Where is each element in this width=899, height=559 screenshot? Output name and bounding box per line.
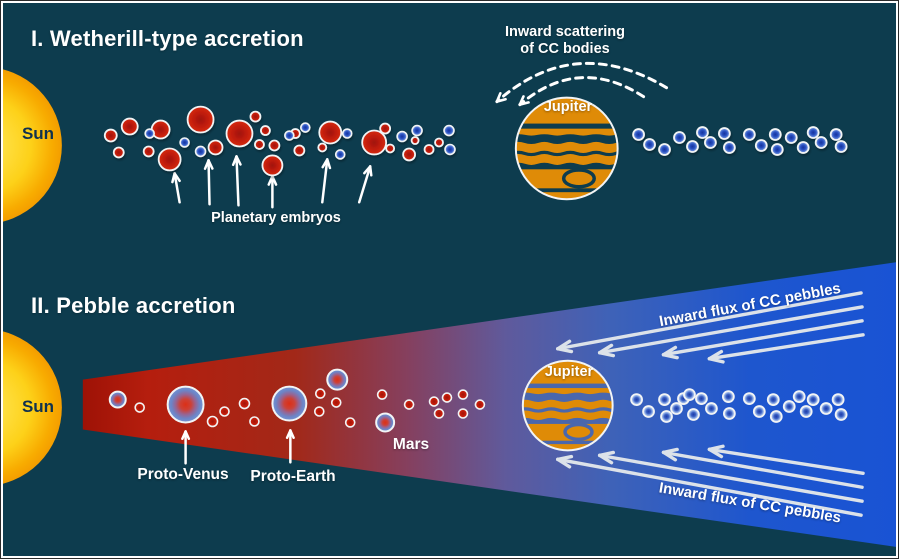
cc-bodies	[632, 126, 848, 156]
jupiter-bottom	[521, 359, 614, 452]
panel2-jupiter-label: Jupiter	[544, 364, 594, 380]
panel2-title: II. Pebble accretion	[31, 293, 236, 318]
flux-arrows-bottom	[556, 444, 865, 517]
planetary-embryos	[103, 105, 456, 177]
proto-earth-label: Proto-Earth	[250, 468, 336, 485]
protoplanets	[108, 368, 396, 433]
mars-label: Mars	[392, 436, 430, 453]
proto-venus-label: Proto-Venus	[137, 466, 229, 483]
planetesimals	[134, 388, 486, 428]
jupiter-top	[514, 96, 619, 201]
planetary-embryos-label: Planetary embryos	[211, 210, 341, 226]
scatter-note-line2: of CC bodies	[520, 41, 610, 57]
cc-pebbles	[630, 388, 848, 423]
pebble-disk-wedge	[82, 262, 896, 547]
diagram-graphics	[3, 61, 896, 547]
figure-canvas: I. Wetherill-type accretion Inward scatt…	[3, 3, 896, 556]
scatter-note: Inward scattering of CC bodies	[505, 24, 625, 58]
panel2-sun-label: Sun	[21, 397, 55, 416]
embryo-pointer-arrows	[171, 155, 373, 209]
panel1-title: I. Wetherill-type accretion	[31, 26, 304, 51]
proto-pointer-arrows	[181, 429, 295, 465]
scatter-note-line1: Inward scattering	[504, 24, 626, 40]
flux-arrows-top	[556, 291, 865, 364]
panel1-sun-label: Sun	[21, 124, 55, 143]
sun-disks	[3, 69, 62, 484]
panel1-jupiter-label: Jupiter	[543, 99, 593, 115]
scatter-arcs	[495, 61, 669, 107]
